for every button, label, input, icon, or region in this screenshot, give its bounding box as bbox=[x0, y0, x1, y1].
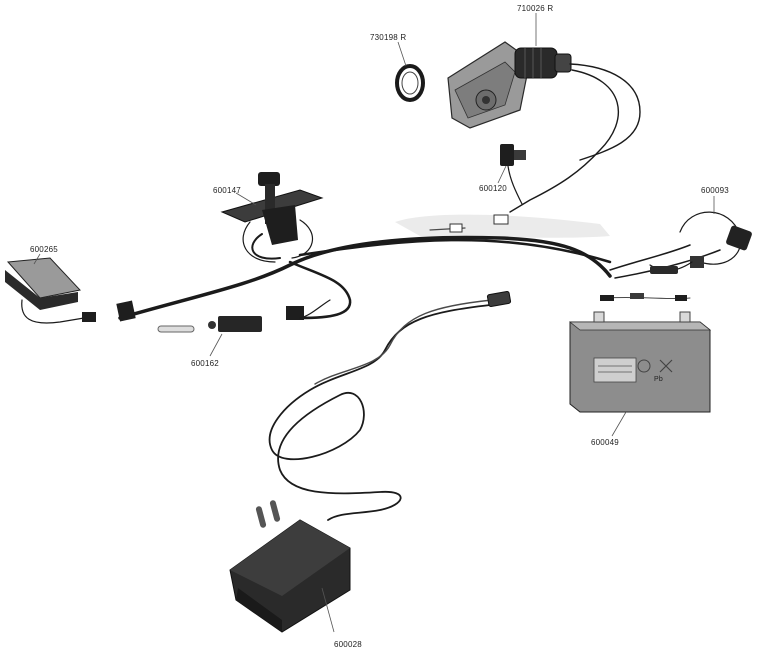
part-label-gearbox-ring: 730198 R bbox=[370, 33, 407, 42]
charger-leader bbox=[321, 587, 335, 633]
part-label-battery: 600049 bbox=[591, 438, 619, 447]
battery-drawing bbox=[568, 311, 712, 413]
motor-gearbox-drawing bbox=[447, 41, 572, 129]
battery-leader bbox=[611, 411, 627, 437]
part-label-foot-pedal: 600265 bbox=[30, 245, 58, 254]
part-label-wire-connector: 600120 bbox=[479, 184, 507, 193]
pedal-switch-drawing bbox=[220, 172, 324, 263]
fuse-switch-drawing bbox=[649, 211, 752, 274]
charger-drawing bbox=[229, 500, 351, 633]
battery-recycle-mark: Pb bbox=[654, 376, 663, 383]
part-label-fuse-switch: 600093 bbox=[701, 186, 729, 195]
inline-switch-leader bbox=[209, 333, 223, 357]
part-label-motor-gearbox: 710026 R bbox=[517, 4, 554, 13]
wire-connector-drawing bbox=[500, 144, 526, 205]
inline-switch-drawing bbox=[157, 299, 331, 333]
part-label-inline-switch: 600162 bbox=[191, 359, 219, 368]
pedal-switch-leader bbox=[235, 192, 257, 206]
part-label-pedal-switch: 600147 bbox=[213, 186, 241, 195]
wire-connector-leader bbox=[497, 165, 507, 184]
gearbox-ring-drawing bbox=[395, 64, 425, 102]
foot-pedal-drawing bbox=[5, 257, 96, 324]
gearbox-ring-leader bbox=[397, 41, 407, 67]
foot-pedal-leader bbox=[33, 253, 41, 265]
part-label-charger: 600028 bbox=[334, 640, 362, 649]
